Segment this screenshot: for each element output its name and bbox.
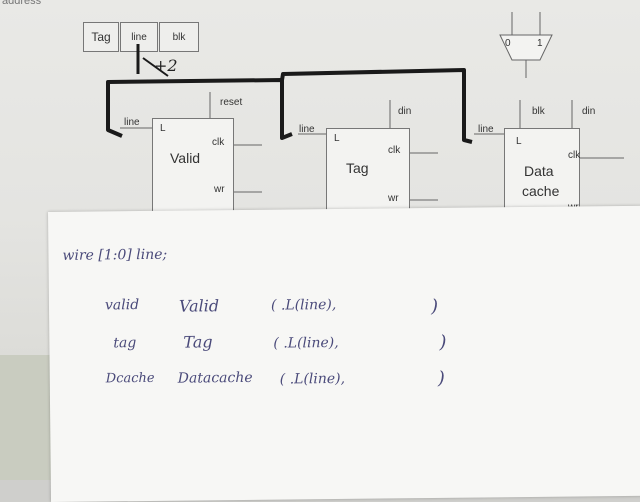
note-row-2-inst: Tag [183, 332, 213, 352]
mux-input-0: 0 [505, 38, 511, 49]
note-declaration: wire [1:0] line; [62, 246, 168, 264]
note-row-3-close: ) [437, 367, 445, 389]
schematic-lines [106, 12, 624, 209]
address-label: address [2, 0, 42, 7]
note-row-2-close: ) [439, 331, 447, 353]
address-field-line: line [120, 22, 158, 52]
tag-port-din: din [398, 106, 412, 117]
note-row-3-args: ( .L(line), [279, 370, 346, 388]
valid-port-reset: reset [220, 97, 243, 108]
valid-port-L: L [160, 123, 166, 134]
note-row-1-args: ( .L(line), [270, 296, 337, 314]
address-field-tag: Tag [83, 22, 119, 52]
note-row-2-args: ( .L(line), [273, 334, 339, 352]
address-field-blk: blk [159, 22, 199, 52]
tag-line-input: line [299, 124, 315, 135]
data-line-input: line [478, 124, 494, 135]
tag-port-clk: clk [388, 145, 401, 156]
valid-title: Valid [170, 150, 201, 166]
data-title-1: Data [524, 163, 554, 179]
data-port-din: din [582, 106, 596, 117]
note-row-1-type: valid [104, 297, 140, 314]
tag-title: Tag [346, 160, 369, 176]
note-card: wire [1:0] line; valid Valid ( .L(line),… [48, 205, 640, 502]
data-port-L: L [516, 136, 522, 147]
mux-input-1: 1 [537, 38, 543, 49]
valid-port-wr: wr [214, 184, 225, 195]
valid-line-input: line [124, 117, 140, 128]
tag-port-L: L [334, 133, 340, 144]
data-title-2: cache [522, 183, 560, 199]
note-row-3-inst: Datacache [177, 369, 253, 387]
note-row-3-type: Dcache [105, 370, 155, 387]
note-row-1-inst: Valid [178, 296, 220, 316]
data-port-blk: blk [532, 106, 545, 117]
note-row-2-type: tag [113, 335, 137, 352]
tag-port-wr: wr [388, 193, 399, 204]
note-row-1-close: ) [430, 295, 439, 317]
data-port-clk: clk [568, 150, 581, 161]
valid-port-clk: clk [212, 137, 225, 148]
